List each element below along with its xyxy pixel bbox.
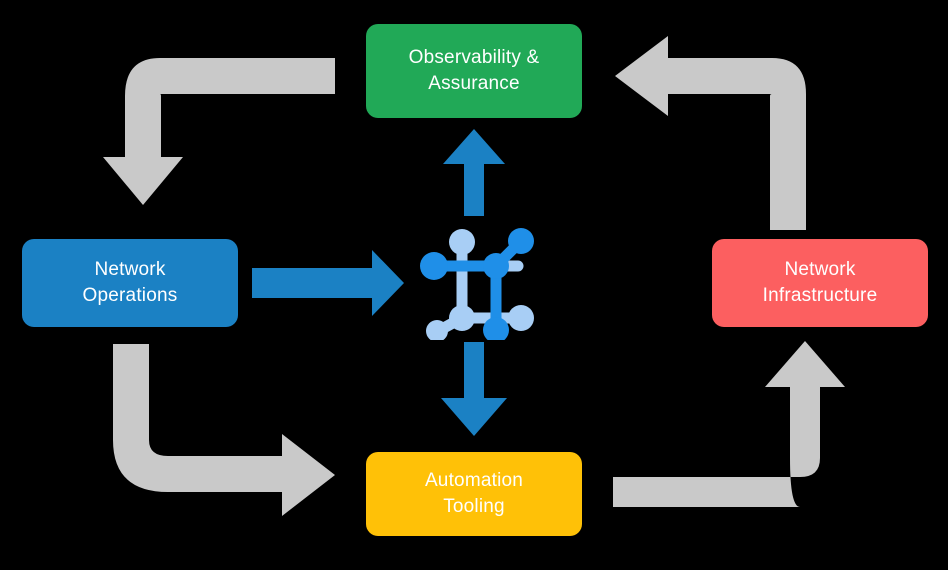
arrow-operations-to-center <box>252 250 404 316</box>
node-network-infrastructure[interactable]: Network Infrastructure <box>712 239 928 327</box>
network-icon-primary-nodes <box>420 228 534 340</box>
arrow-automation-to-infrastructure <box>613 341 845 507</box>
network-topology-icon <box>420 228 534 340</box>
node-automation-tooling[interactable]: Automation Tooling <box>366 452 582 536</box>
node-label: Observability & Assurance <box>408 47 540 94</box>
network-icon-secondary-nodes <box>426 229 534 340</box>
arrow-center-to-automation <box>441 342 507 436</box>
node-label: Automation Tooling <box>424 470 524 517</box>
arrow-operations-to-automation <box>113 344 335 516</box>
arrow-center-to-observability <box>443 129 505 216</box>
node-label: Network Operations <box>82 259 178 306</box>
node-label: Network Infrastructure <box>762 259 878 306</box>
node-observability-and-assurance[interactable]: Observability & Assurance <box>366 24 582 118</box>
node-network-operations[interactable]: Network Operations <box>22 239 238 327</box>
arrow-infrastructure-to-observability <box>615 36 806 230</box>
arrow-observability-to-operations <box>103 58 335 205</box>
